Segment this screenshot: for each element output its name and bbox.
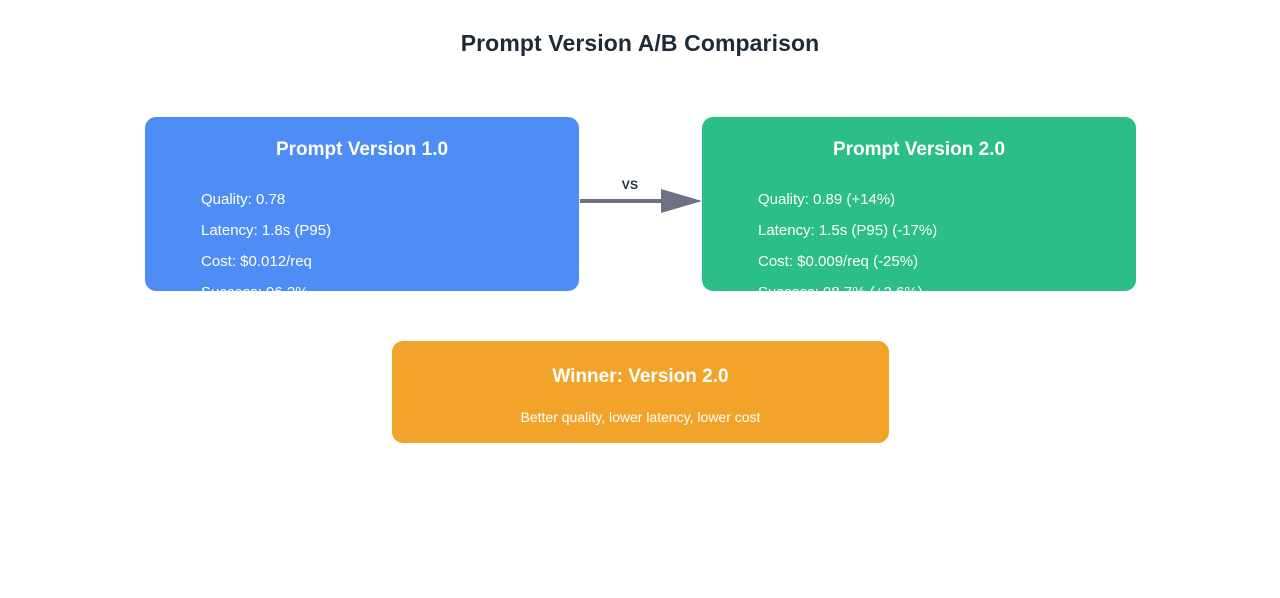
version-card-2[interactable]: Prompt Version 2.0 Quality: 0.89 (+14%) …	[702, 117, 1136, 301]
vs-label: VS	[621, 178, 639, 192]
metric-latency: Latency: 1.8s (P95)	[201, 222, 332, 239]
arrow-right-icon	[661, 189, 702, 213]
arrow-line	[580, 199, 663, 203]
metric-latency: Latency: 1.5s (P95) (-17%)	[758, 222, 938, 239]
winner-title: Winner: Version 2.0	[552, 366, 729, 387]
version-card-1-metrics: Quality: 0.78 Latency: 1.8s (P95) Cost: …	[201, 184, 581, 308]
winner-subtitle: Better quality, lower latency, lower cos…	[520, 409, 761, 425]
version-card-1[interactable]: Prompt Version 1.0 Quality: 0.78 Latency…	[145, 117, 579, 301]
metric-cost: Cost: $0.012/req	[201, 253, 312, 270]
version-card-2-metrics: Quality: 0.89 (+14%) Latency: 1.5s (P95)…	[758, 184, 1138, 308]
version-card-1-title: Prompt Version 1.0	[275, 139, 449, 160]
metric-cost: Cost: $0.009/req (-25%)	[758, 253, 919, 270]
metric-quality: Quality: 0.89 (+14%)	[758, 191, 896, 208]
version-card-2-title: Prompt Version 2.0	[832, 139, 1006, 160]
metric-quality: Quality: 0.78	[201, 191, 286, 208]
vs-connector: VS	[578, 168, 704, 234]
winner-banner[interactable]: Winner: Version 2.0 Better quality, lowe…	[392, 341, 889, 443]
page-title: Prompt Version A/B Comparison	[460, 30, 820, 56]
metric-success: Success: 98.7% (+2.6%)	[758, 284, 923, 301]
metric-success: Success: 96.2%	[201, 284, 309, 301]
